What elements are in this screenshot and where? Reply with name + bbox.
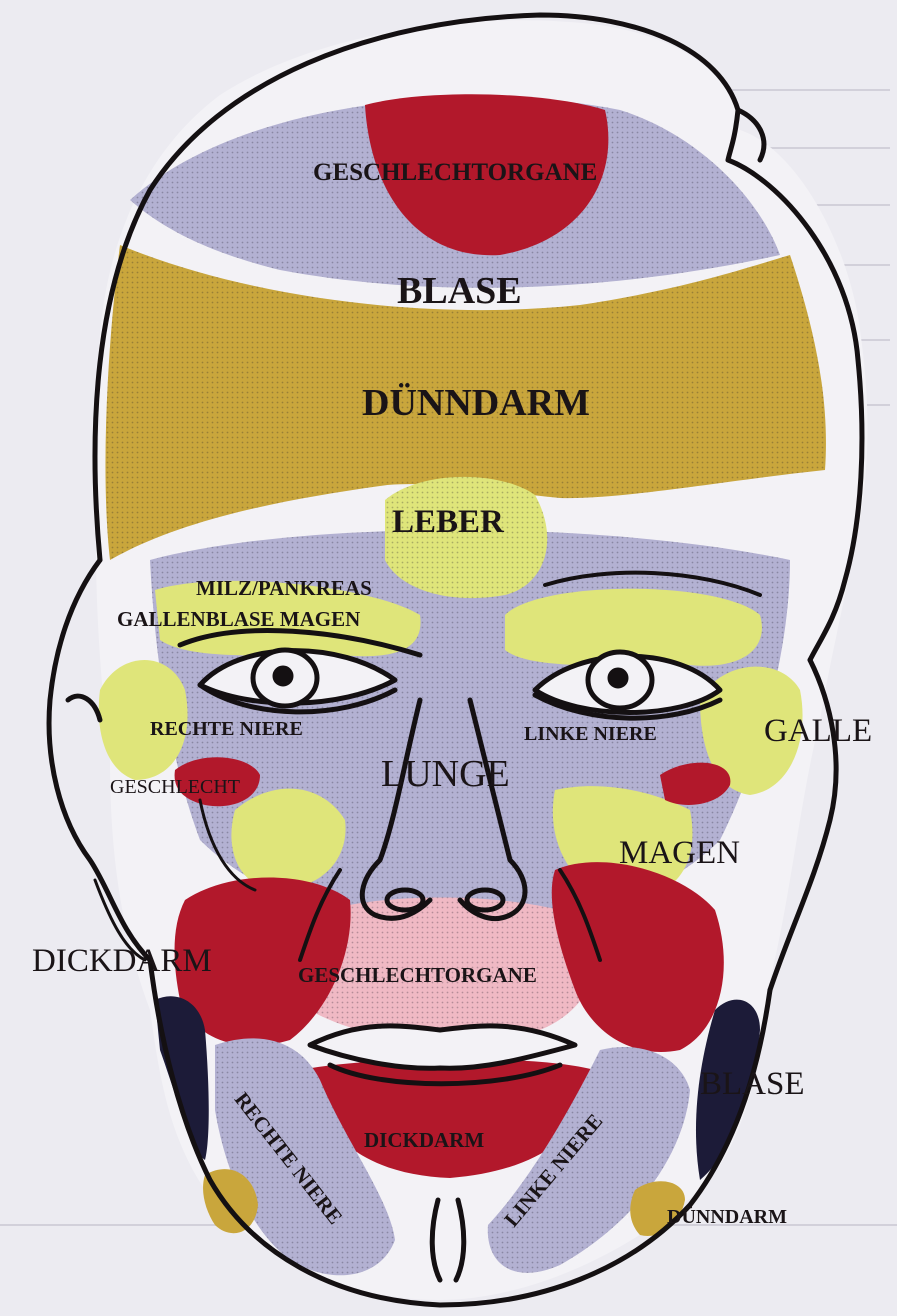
label-linke-niere-eye: LINKE NIERE — [524, 724, 657, 744]
label-rechte-niere-eye: RECHTE NIERE — [150, 719, 303, 739]
label-blase-forehead: BLASE — [397, 272, 522, 310]
label-dickdarm-cheek: DICKDARM — [32, 945, 212, 978]
label-geschlechtorgane-forehead: GESCHLECHTORGANE — [313, 160, 597, 185]
label-duenndarm-jaw: DÜNNDARM — [667, 1207, 787, 1227]
label-dickdarm-chin: DICKDARM — [364, 1130, 484, 1151]
label-gallenblase-magen: GALLENBLASE MAGEN — [117, 609, 360, 630]
label-lunge: LUNGE — [381, 755, 510, 793]
label-magen: MAGEN — [619, 837, 740, 870]
label-galle: GALLE — [764, 715, 872, 748]
label-milz-pankreas: MILZ/PANKREAS — [196, 578, 372, 599]
label-blase-jaw: BLASE — [700, 1068, 805, 1101]
label-duenndarm-forehead: DÜNNDARM — [362, 384, 590, 422]
label-geschlecht: GESCHLECHT — [110, 777, 240, 797]
label-geschlechtorgane-mouth: GESCHLECHTORGANE — [298, 965, 537, 986]
label-leber: LEBER — [392, 506, 504, 539]
